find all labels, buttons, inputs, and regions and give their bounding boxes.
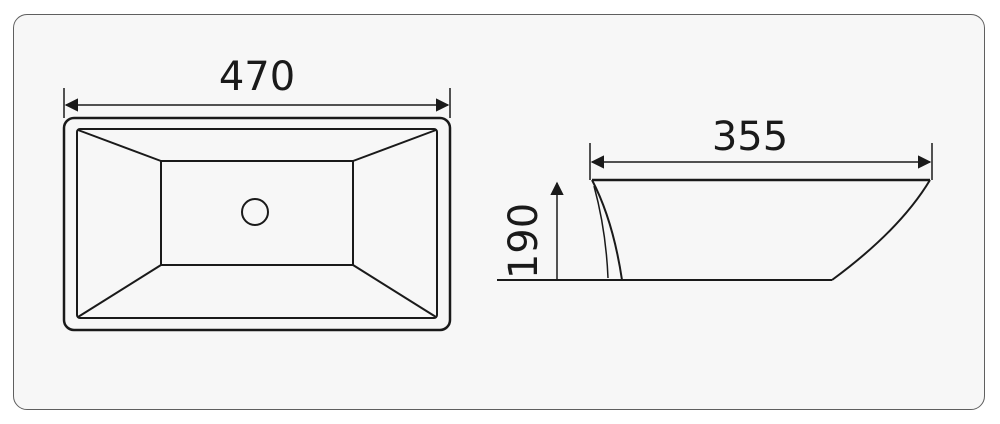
basin-corner-tr [352, 129, 437, 162]
basin-inner-rim [76, 128, 438, 319]
depth-label: 355 [712, 114, 788, 160]
width-dimension [63, 88, 451, 118]
side-left-inner [593, 185, 609, 279]
basin-corner-br [352, 264, 437, 318]
side-right-profile [831, 179, 931, 281]
height-label: 190 [501, 203, 547, 279]
top-view [62, 116, 452, 332]
basin-corner-tl [77, 129, 162, 162]
depth-dimension [589, 143, 933, 180]
drain-hole [241, 198, 269, 226]
drawing-frame [13, 14, 985, 410]
basin-outer-rim [62, 116, 452, 332]
side-left-profile [591, 179, 623, 281]
basin-corner-bl [77, 264, 162, 318]
width-label: 470 [219, 54, 295, 100]
side-view [497, 178, 931, 281]
basin-bottom [160, 160, 354, 266]
